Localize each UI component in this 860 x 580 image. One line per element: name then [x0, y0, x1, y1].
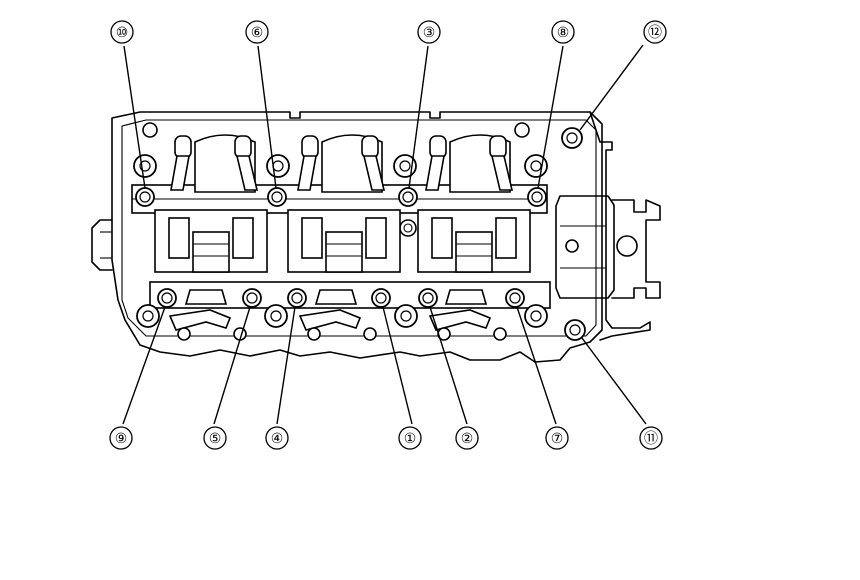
bolt-7 [505, 288, 525, 308]
bolt-12 [561, 127, 583, 149]
callout-2: ② [455, 426, 479, 450]
callout-7: ⑦ [545, 426, 569, 450]
svg-text:⑦: ⑦ [551, 431, 564, 447]
callout-3: ③ [417, 20, 441, 44]
lower-carrier [149, 281, 551, 341]
callout-6: ⑥ [245, 20, 269, 44]
svg-text:④: ④ [271, 431, 284, 447]
bolt-3 [398, 187, 418, 207]
svg-text:⑫: ⑫ [648, 25, 662, 41]
timing-end-housing [555, 111, 661, 341]
callout-10: ⑩ [110, 20, 134, 44]
svg-text:⑩: ⑩ [116, 25, 129, 41]
callout-5: ⑤ [203, 426, 227, 450]
chamber-bays [154, 209, 531, 273]
callout-4: ④ [265, 426, 289, 450]
svg-text:①: ① [404, 431, 417, 447]
svg-text:③: ③ [423, 25, 436, 41]
head-bolts [135, 127, 586, 341]
callout-1: ① [398, 426, 422, 450]
bolt-4 [287, 288, 307, 308]
bolt-11 [564, 319, 586, 341]
head-outline [91, 111, 603, 363]
rocker-assemblies [170, 134, 514, 193]
callouts: ⑩ ⑥ ③ ⑧ ⑫ ⑨ ⑤ ④ [109, 20, 667, 450]
bolt-8 [527, 187, 547, 207]
svg-text:⑪: ⑪ [644, 431, 658, 447]
bolt-2 [418, 288, 438, 308]
bolt-1 [371, 288, 391, 308]
bolt-10 [135, 187, 155, 207]
bolt-9 [157, 288, 177, 308]
spark-plug-bosses [133, 154, 548, 328]
leader-lines [122, 44, 647, 425]
callout-11: ⑪ [639, 426, 663, 450]
svg-text:⑨: ⑨ [115, 431, 128, 447]
callout-8: ⑧ [551, 20, 575, 44]
callout-12: ⑫ [643, 20, 667, 44]
svg-text:⑤: ⑤ [209, 431, 222, 447]
bolt-5 [242, 288, 262, 308]
callout-9: ⑨ [109, 426, 133, 450]
svg-text:⑥: ⑥ [251, 25, 264, 41]
bolt-6 [267, 187, 287, 207]
svg-text:⑧: ⑧ [557, 25, 570, 41]
svg-text:②: ② [461, 431, 474, 447]
